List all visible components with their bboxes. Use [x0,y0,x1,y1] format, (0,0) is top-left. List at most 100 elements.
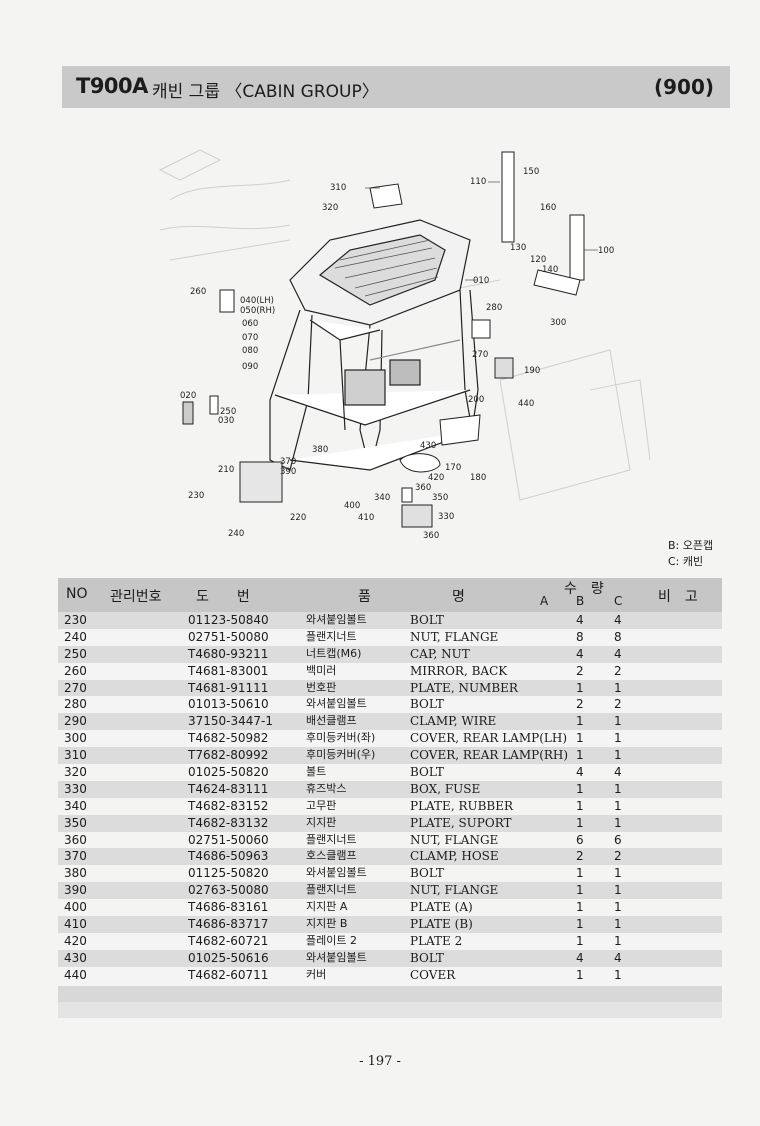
row-korean-name: 와셔붙임볼트 [306,697,367,711]
row-qty-b: 1 [576,883,584,898]
row-qty-b: 2 [576,697,584,712]
svg-text:440: 440 [518,399,534,409]
row-english-name: PLATE, RUBBER [410,798,514,813]
svg-text:360: 360 [423,531,439,541]
col-mgmt: 관리번호 [110,589,162,605]
row-part-number: T4682-50982 [188,731,269,746]
row-qty-c: 1 [614,883,622,898]
row-no: 430 [64,950,87,965]
page-number: - 197 - [359,1054,401,1069]
col-remark: 비 고 [658,589,698,605]
col-b: B [576,594,585,608]
row-qty-c: 4 [614,950,622,965]
svg-text:070: 070 [242,333,258,343]
row-qty-b: 1 [576,781,584,796]
row-korean-name: 고무판 [306,798,337,812]
row-korean-name: 후미등커버(우) [306,748,376,762]
row-korean-name: 호스클램프 [306,849,357,863]
row-part-number: T4682-83132 [188,815,269,830]
row-no: 320 [64,765,87,780]
model-number: T900A [76,74,148,98]
header-bar [62,66,730,108]
row-korean-name: 플랜지너트 [306,832,357,846]
row-korean-name: 지지판 B [306,917,348,931]
svg-text:120: 120 [530,255,546,265]
svg-text:100: 100 [598,246,614,256]
table-filler-row [58,986,722,1002]
row-no: 270 [64,680,87,695]
row-korean-name: 볼트 [306,765,327,779]
group-code: (900) [653,75,714,99]
row-qty-c: 1 [614,680,622,695]
row-qty-c: 8 [614,629,622,644]
row-qty-b: 4 [576,646,584,661]
row-qty-b: 1 [576,933,584,948]
row-part-number: T4686-83161 [188,900,269,915]
col-name-left: 품 [358,589,371,605]
row-english-name: MIRROR, BACK [410,663,508,678]
row-qty-b: 4 [576,765,584,780]
row-qty-b: 1 [576,731,584,746]
row-no: 410 [64,917,87,932]
row-part-number: T7682-80992 [188,748,269,763]
row-korean-name: 와셔붙임볼트 [306,866,367,880]
row-english-name: CLAMP, HOSE [410,849,499,864]
svg-text:130: 130 [510,243,526,253]
row-part-number: T4680-93211 [188,646,269,661]
svg-text:160: 160 [540,203,556,213]
row-no: 340 [64,798,87,813]
row-part-number: T4682-83152 [188,798,269,813]
row-qty-c: 1 [614,781,622,796]
row-korean-name: 휴즈박스 [306,781,347,795]
row-qty-c: 1 [614,917,622,932]
svg-text:360: 360 [415,483,431,493]
row-part-number: T4686-83717 [188,917,269,932]
row-qty-c: 1 [614,748,622,763]
col-no: NO [66,586,88,602]
svg-text:220: 220 [290,513,306,523]
svg-text:170: 170 [445,463,461,473]
svg-text:010: 010 [473,276,489,286]
row-part-number: 01123-50840 [188,613,269,627]
row-part-number: T4624-83111 [188,781,269,796]
row-english-name: NUT, FLANGE [410,832,499,847]
row-no: 420 [64,933,87,948]
row-no: 300 [64,731,87,746]
svg-text:180: 180 [470,473,486,483]
svg-text:060: 060 [242,319,258,329]
row-english-name: PLATE (A) [410,900,473,915]
row-qty-b: 1 [576,680,584,695]
row-qty-c: 1 [614,933,622,948]
row-qty-c: 1 [614,714,622,729]
row-part-number: T4681-91111 [188,680,269,695]
row-qty-b: 4 [576,613,584,627]
svg-text:140: 140 [542,265,558,275]
row-english-name: BOLT [410,866,444,881]
parts-table-header: NO 관리번호 도 번 품 명 수 량 A B C 비 고 [58,578,722,612]
svg-text:300: 300 [550,318,566,328]
row-part-number: T4686-50963 [188,849,269,864]
svg-text:280: 280 [486,303,502,313]
svg-text:020: 020 [180,391,196,401]
row-english-name: BOLT [410,697,444,712]
row-korean-name: 번호판 [306,680,337,694]
row-no: 330 [64,781,87,796]
row-korean-name: 배선클램프 [306,714,357,728]
row-part-number: T4681-83001 [188,663,269,678]
row-qty-c: 2 [614,663,622,678]
row-english-name: COVER, REAR LAMP(RH) [410,748,569,763]
row-qty-b: 1 [576,866,584,881]
svg-text:340: 340 [374,493,390,503]
row-no: 280 [64,697,87,712]
row-qty-b: 1 [576,900,584,915]
